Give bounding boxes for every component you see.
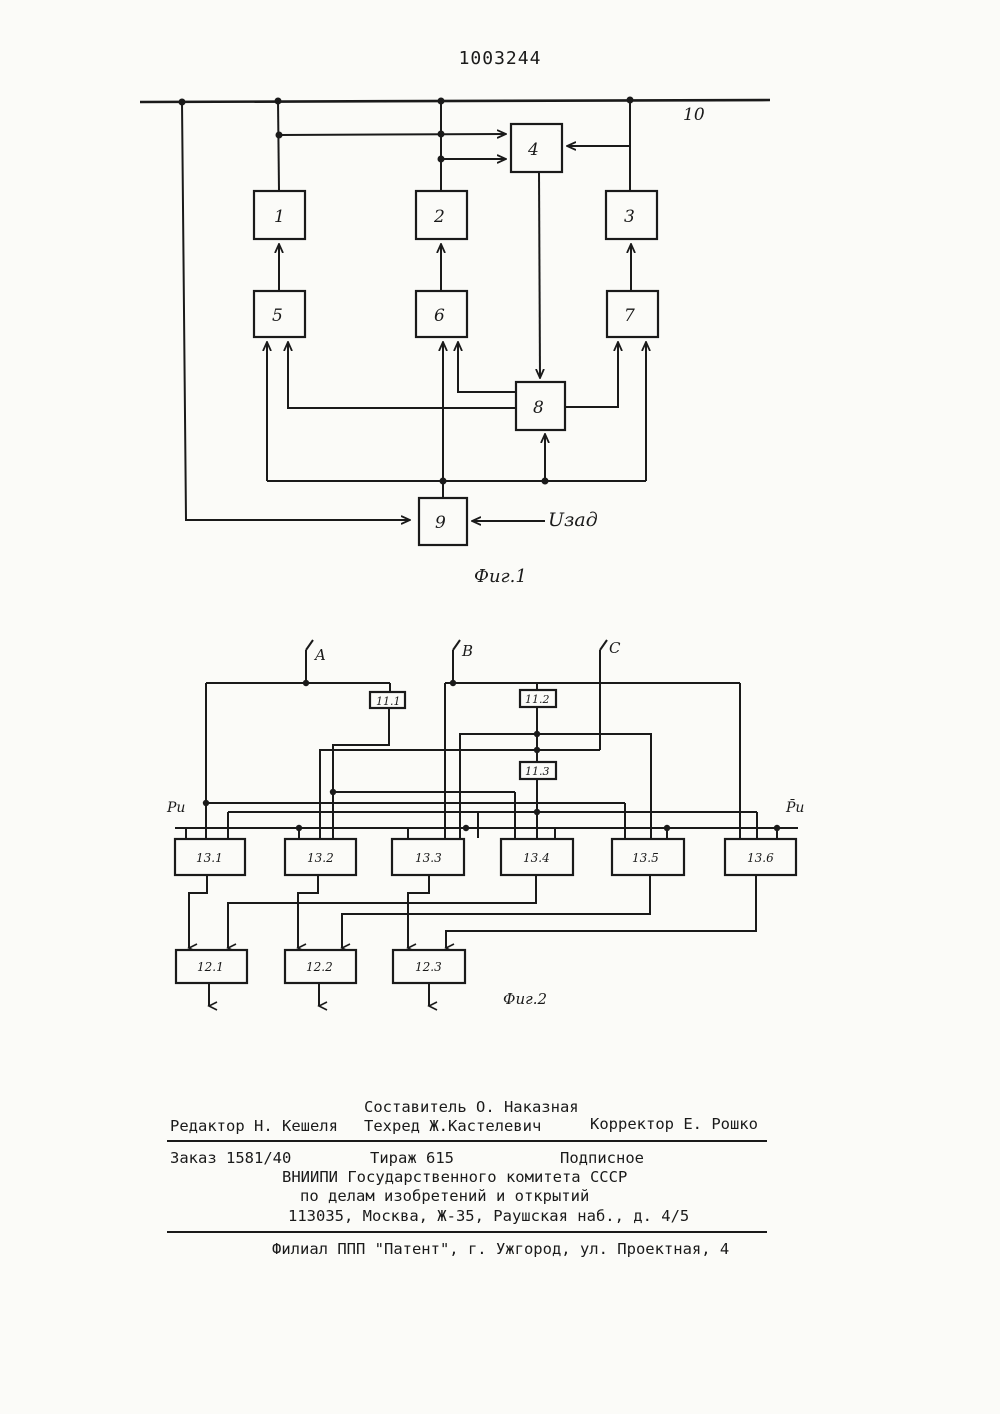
block-7-label: 7 xyxy=(624,306,635,326)
phase-c-label: C xyxy=(609,639,621,657)
phase-a-label: A xyxy=(313,646,326,664)
block-6-label: 6 xyxy=(434,306,445,326)
block-9-label: 9 xyxy=(435,513,446,533)
compiler: Составитель О. Наказная xyxy=(364,1098,579,1116)
block-13-1-label: 13.1 xyxy=(196,851,223,865)
figure-2-caption: Фиг.2 xyxy=(503,990,547,1008)
block-8-label: 8 xyxy=(533,398,544,418)
figure-2: A B C 11.1 11.2 11.3 xyxy=(166,639,804,1008)
block-5-label: 5 xyxy=(272,306,283,326)
block-12-3-label: 12.3 xyxy=(415,960,442,974)
pu-label: Pи xyxy=(166,800,185,816)
org-line-2: по делам изобретений и открытий xyxy=(300,1187,589,1205)
block-2-label: 2 xyxy=(433,207,445,227)
techred: Техред Ж.Кастелевич xyxy=(364,1117,541,1135)
imprint-divider-bottom xyxy=(167,1231,767,1233)
imprint-divider-top xyxy=(167,1140,767,1142)
block-1-label: 1 xyxy=(274,207,285,227)
block-12-2-label: 12.2 xyxy=(306,960,333,974)
block-12-1-label: 12.1 xyxy=(197,960,224,974)
block-3-label: 3 xyxy=(624,207,635,227)
block-11-3-label: 11.3 xyxy=(525,765,550,778)
block-11-2-label: 11.2 xyxy=(525,693,550,706)
block-11-1-label: 11.1 xyxy=(376,695,401,708)
block-13-2-label: 13.2 xyxy=(307,851,334,865)
figure-1-caption: Фиг.1 xyxy=(474,566,527,587)
figure-drawings: 10 4 1 2 3 5 xyxy=(0,0,1000,1080)
block-13-3-label: 13.3 xyxy=(415,851,442,865)
pu-bar-label: P̄и xyxy=(785,798,804,816)
block-13-5-label: 13.5 xyxy=(632,851,659,865)
bus-line xyxy=(140,100,770,102)
subscription: Подписное xyxy=(560,1149,644,1167)
branch: Филиал ППП "Патент", г. Ужгород, ул. Про… xyxy=(272,1240,729,1258)
org-line-1: ВНИИПИ Государственного комитета СССР xyxy=(282,1168,627,1186)
figure-1: 10 4 1 2 3 5 xyxy=(140,97,770,588)
circulation: Тираж 615 xyxy=(370,1149,454,1167)
address: 113035, Москва, Ж-35, Раушская наб., д. … xyxy=(288,1207,689,1225)
editor: Редактор Н. Кешеля xyxy=(170,1117,338,1135)
corrector: Корректор Е. Рошко xyxy=(590,1115,758,1133)
phase-b-label: B xyxy=(461,642,473,660)
block-4-label: 4 xyxy=(527,140,539,160)
block-13-6-label: 13.6 xyxy=(747,851,774,865)
bus-label: 10 xyxy=(683,105,705,125)
block-13-4-label: 13.4 xyxy=(523,851,550,865)
input-label-u-zad: Uзад xyxy=(548,509,598,531)
order: Заказ 1581/40 xyxy=(170,1149,291,1167)
